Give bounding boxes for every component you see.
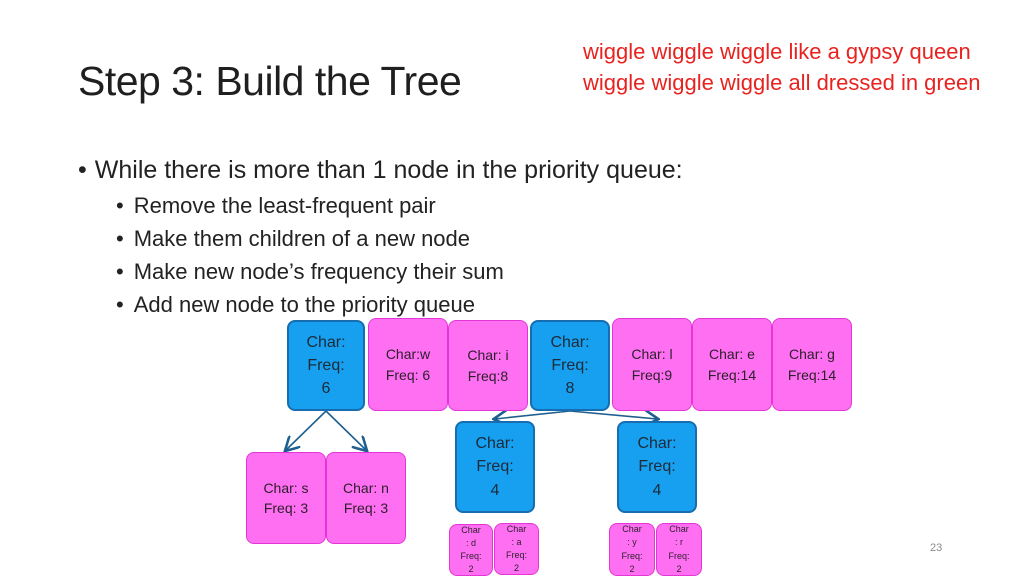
note-line-1: wiggle wiggle wiggle like a gypsy queen [583,39,971,64]
leaf-node-i: Char: i Freq:8 [448,320,528,411]
sub-bullet: • Remove the least-frequent pair [116,189,683,222]
leaf-node-r: Char : r Freq: 2 [656,523,702,576]
internal-node-n2: Char: Freq: 8 [530,320,610,411]
sub-bullet-text: Make new node’s frequency their sum [133,259,504,284]
sub-bullet-text: Remove the least-frequent pair [133,193,436,218]
note-line-2: wiggle wiggle wiggle all dressed in gree… [583,70,981,95]
bullet-dot-icon: • [78,156,87,184]
leaf-node-w: Char:w Freq: 6 [368,318,448,411]
leaf-node-a: Char : a Freq: 2 [494,523,539,575]
sub-bullet: • Make them children of a new node [116,222,683,255]
page-number: 23 [930,542,943,554]
leaf-node-g: Char: g Freq:14 [772,318,852,411]
song-lyrics-note: wiggle wiggle wiggle like a gypsy queen … [583,36,980,98]
sub-bullet: • Make new node’s frequency their sum [116,255,683,288]
sub-bullet-text: Add new node to the priority queue [133,292,475,317]
leaf-node-d: Char : d Freq: 2 [449,524,493,576]
edge-n1-n [325,410,366,450]
bullet-dot-icon: • [116,292,124,317]
bullet-dot-icon: • [116,259,124,284]
bullet-dot-icon: • [116,193,124,218]
internal-node-n4: Char: Freq: 4 [617,421,697,513]
bullet-list: • While there is more than 1 node in the… [78,156,683,321]
main-bullet-text: While there is more than 1 node in the p… [94,156,683,184]
leaf-node-e: Char: e Freq:14 [692,318,772,411]
slide-title: Step 3: Build the Tree [78,58,462,104]
leaf-node-n: Char: n Freq: 3 [326,452,406,544]
sub-bullet-text: Make them children of a new node [133,226,471,251]
sub-bullet: • Add new node to the priority queue [116,288,683,321]
internal-node-n3: Char: Freq: 4 [455,421,535,513]
edge-n1-s [286,410,327,450]
leaf-node-y: Char : y Freq: 2 [609,523,655,576]
internal-node-n1: Char: Freq: 6 [287,320,365,411]
bullet-dot-icon: • [116,226,124,251]
edge-n2-n3 [495,411,571,419]
sub-bullet-list: • Remove the least-frequent pair • Make th… [116,189,683,321]
leaf-node-s: Char: s Freq: 3 [246,452,326,544]
edge-n2-n4 [569,411,657,419]
main-bullet: • While there is more than 1 node in the… [78,156,683,185]
leaf-node-l: Char: l Freq:9 [612,318,692,411]
